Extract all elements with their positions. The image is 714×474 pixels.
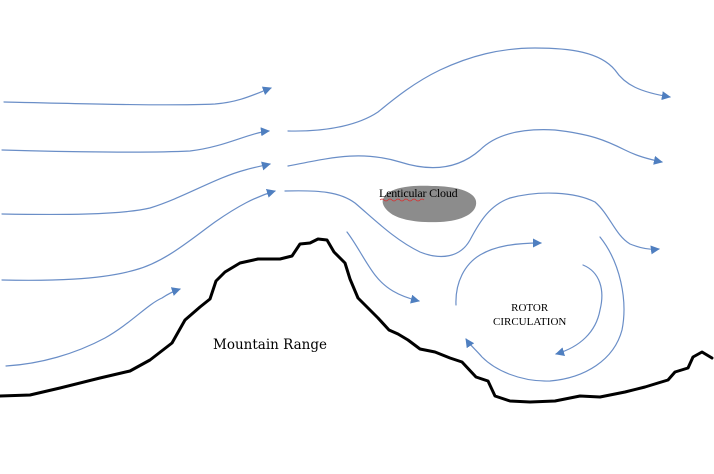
spellcheck-underline xyxy=(380,198,425,202)
upwind-streamline-5 xyxy=(5,287,181,367)
lenticular-cloud-label-text: Lenticular Cloud xyxy=(379,186,458,200)
lee-descending-flow xyxy=(346,231,420,304)
upwind-streamline-2 xyxy=(1,127,270,153)
rotor-label-line-2: CIRCULATION xyxy=(493,316,567,328)
rotor-upper-arc xyxy=(455,238,542,306)
rotor-label-line-1: ROTOR xyxy=(511,302,549,314)
wave-streamline-top xyxy=(287,47,671,132)
upwind-streamline-3 xyxy=(1,161,271,216)
wave-streamline-middle xyxy=(287,129,663,169)
wave-streamline-lower xyxy=(284,190,660,258)
mountain-range-profile xyxy=(0,237,714,404)
lenticular-cloud-label: Lenticular Cloud xyxy=(379,186,458,202)
rotor-circulation-label: ROTOR CIRCULATION xyxy=(493,301,566,329)
mountain-range-label: Mountain Range xyxy=(213,337,327,353)
upwind-streamline-4 xyxy=(1,189,276,281)
rotor-inner-hook xyxy=(555,264,603,357)
upwind-streamline-1 xyxy=(3,86,272,106)
rotor-outer-loop xyxy=(465,236,625,382)
lenticular-cloud-shape xyxy=(382,185,477,223)
